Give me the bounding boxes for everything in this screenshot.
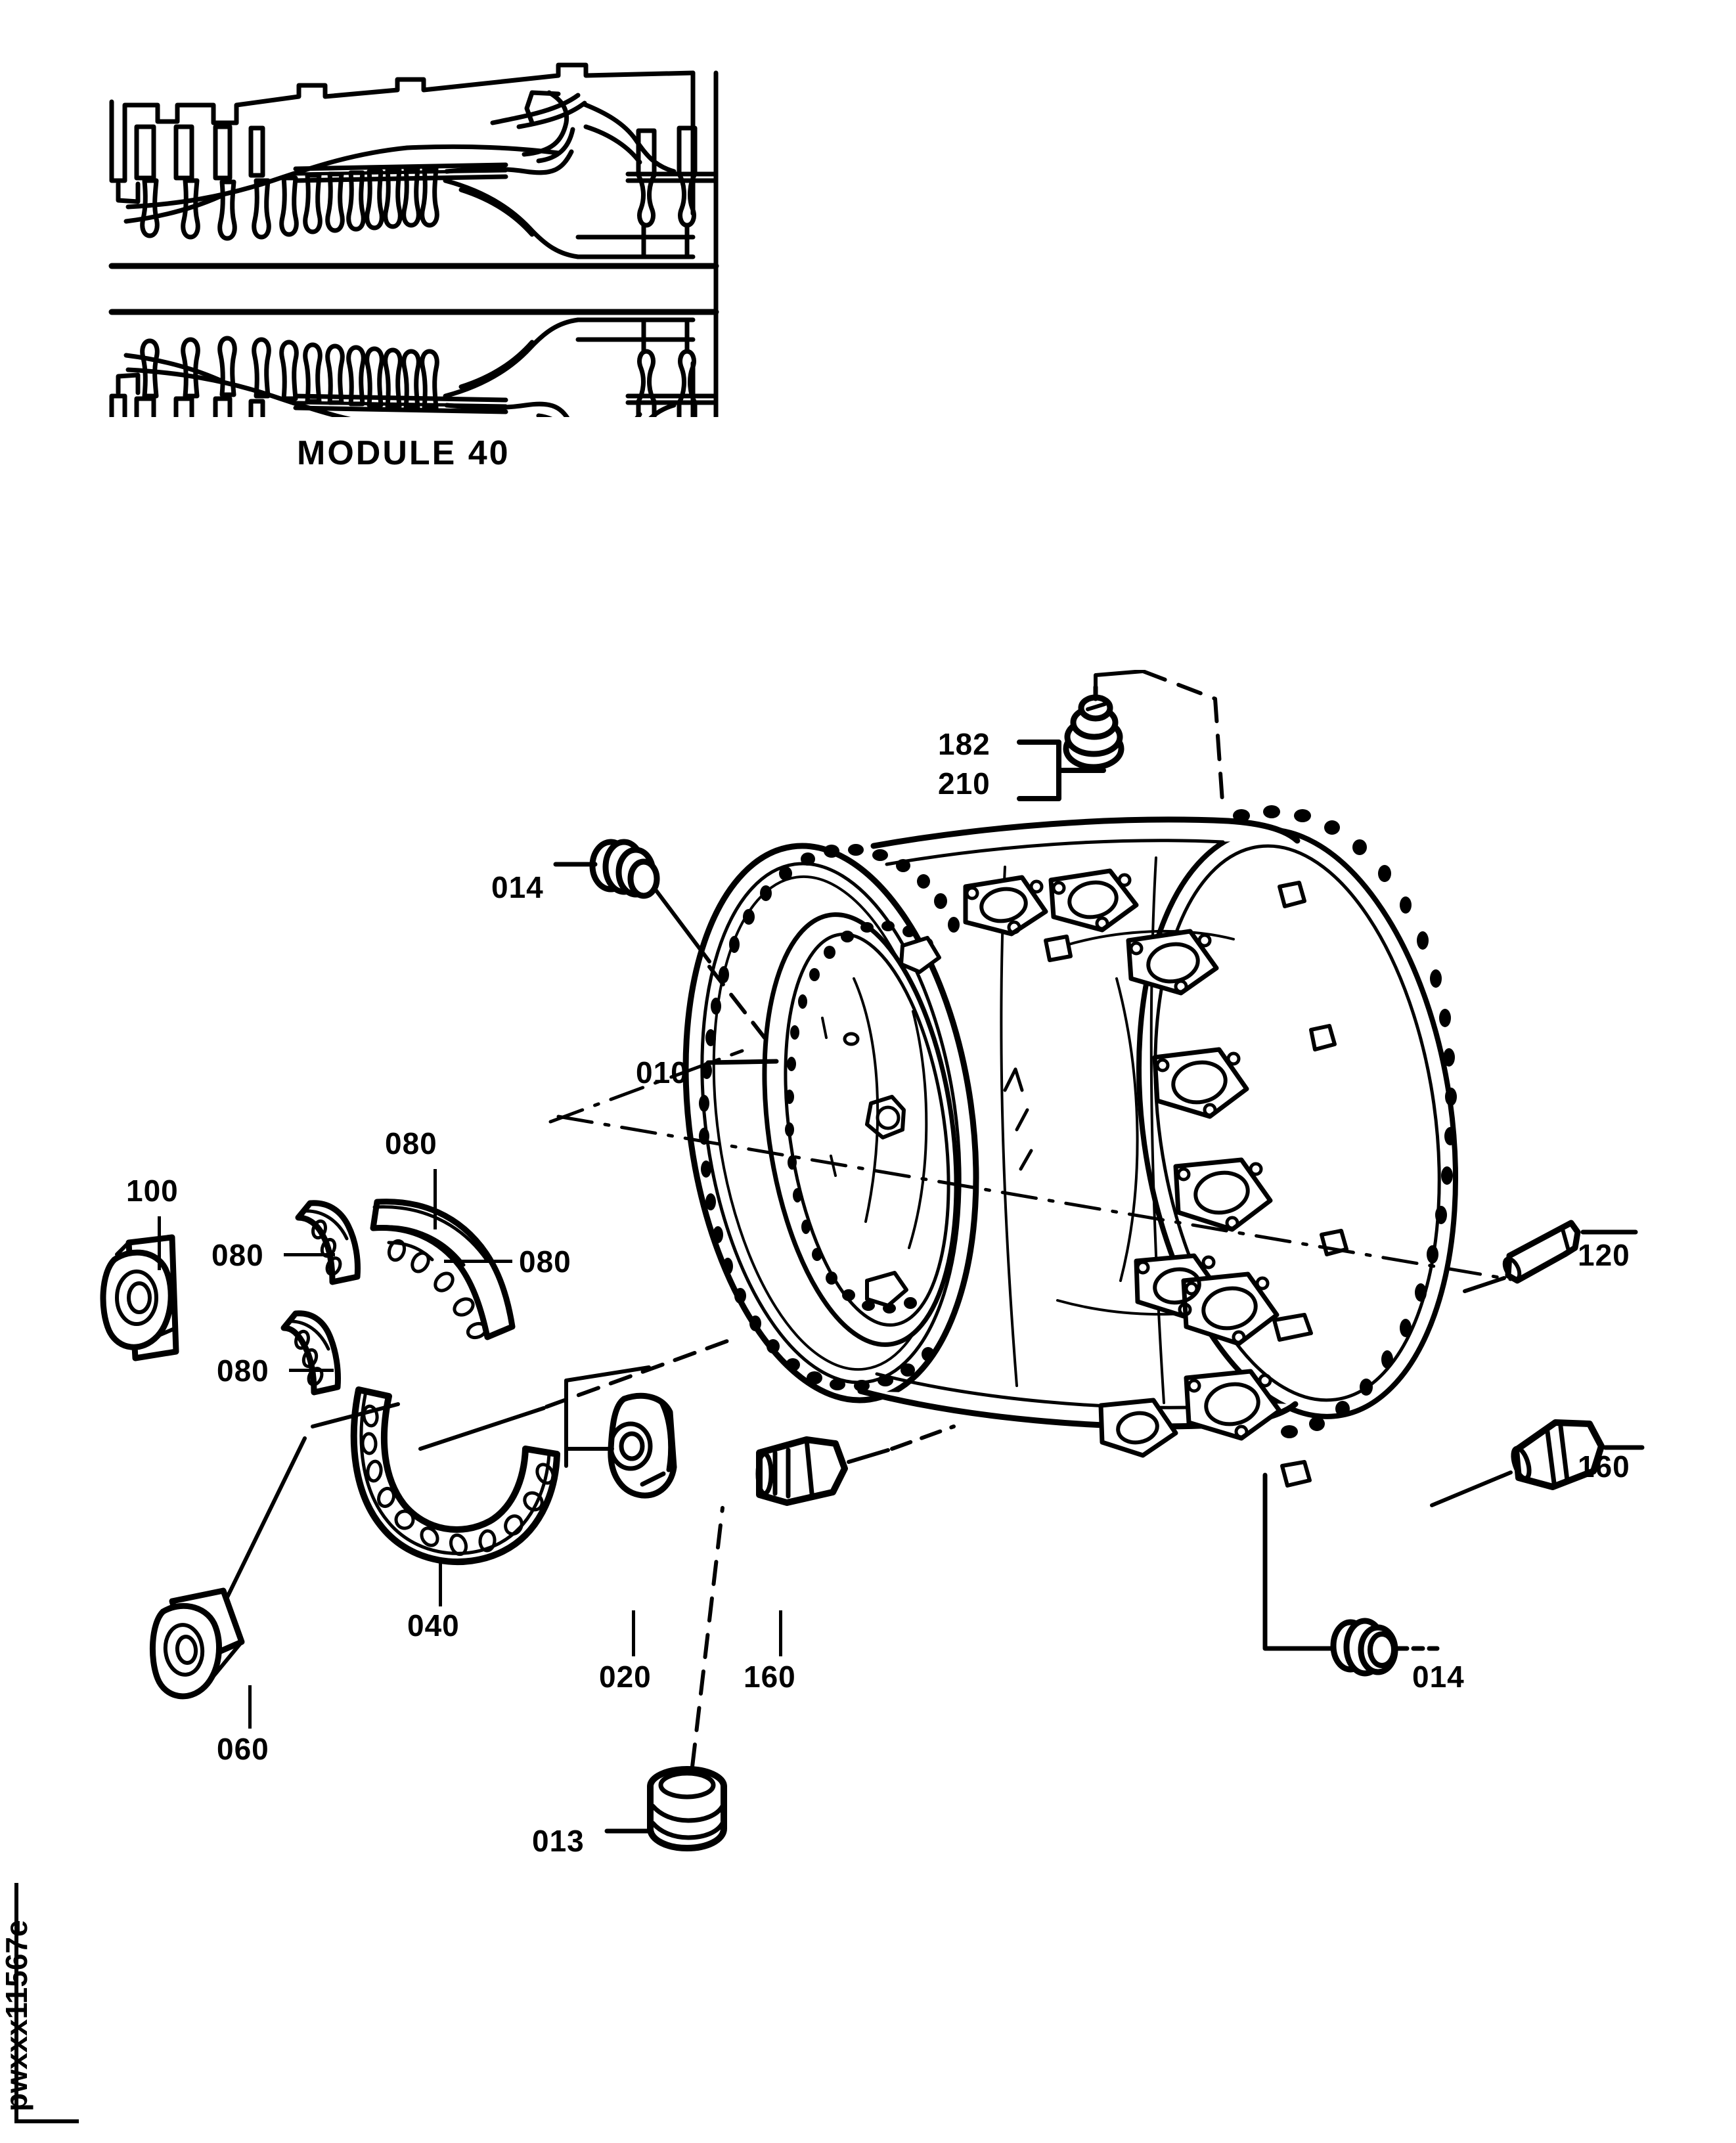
callout-label-010[interactable]: 010 — [636, 1055, 688, 1090]
module-key-diagram — [99, 49, 755, 417]
part-seal-segment-080-low — [280, 1310, 341, 1396]
part-seal-segment-080-mid — [295, 1200, 361, 1285]
leader-160-lower — [779, 1610, 782, 1656]
part-plug-fitting-182-210 — [1063, 684, 1124, 770]
diffuser-case-body — [682, 805, 1458, 1488]
sheet-id-bracket — [14, 1883, 79, 2123]
callout-label-080-right[interactable]: 080 — [519, 1245, 571, 1279]
leader-060 — [248, 1685, 252, 1729]
callout-label-014-upper[interactable]: 014 — [491, 870, 544, 904]
callout-label-040[interactable]: 040 — [407, 1608, 460, 1643]
module-key-title: MODULE 40 — [297, 434, 510, 472]
part-mount-bracket-100 — [100, 1234, 179, 1361]
leader-040 — [439, 1563, 442, 1606]
part-mount-bracket-060 — [150, 1587, 245, 1700]
callout-label-160-right[interactable]: 160 — [1578, 1449, 1630, 1484]
callout-bracket-182-210 — [1017, 740, 1106, 801]
callout-label-160-lower[interactable]: 160 — [744, 1660, 796, 1694]
callout-label-120[interactable]: 120 — [1578, 1238, 1630, 1272]
callout-label-100[interactable]: 100 — [126, 1174, 179, 1208]
leader-080-right — [444, 1260, 512, 1263]
leader-080-mid — [284, 1253, 335, 1256]
part-dowel-pin-120 — [1502, 1220, 1581, 1284]
callout-label-013[interactable]: 013 — [532, 1824, 585, 1858]
leader-100 — [158, 1216, 161, 1270]
part-seal-ring-half-040 — [350, 1386, 560, 1565]
callout-label-182[interactable]: 182 — [938, 727, 990, 761]
part-bushing-sleeve-160-right — [1511, 1419, 1605, 1490]
callout-label-080-mid[interactable]: 080 — [211, 1238, 264, 1272]
exploded-assembly-view — [0, 670, 1736, 1918]
part-cap-plug-013 — [647, 1766, 727, 1851]
callout-label-060[interactable]: 060 — [217, 1732, 269, 1766]
part-seal-segment-080-large — [370, 1199, 516, 1340]
leader-010 — [705, 1059, 779, 1065]
callout-label-080-bottom[interactable]: 080 — [217, 1354, 269, 1388]
part-union-fitting-014-lower — [1330, 1618, 1398, 1677]
callout-label-020[interactable]: 020 — [599, 1660, 652, 1694]
sheet-id-block: pwxxx11567e — [0, 1874, 87, 2123]
callout-label-014-lower[interactable]: 014 — [1412, 1660, 1465, 1694]
leader-080-bottom — [289, 1369, 334, 1372]
sheet-id-text: pwxxx11567e — [0, 1920, 33, 2111]
leader-020 — [632, 1610, 635, 1656]
part-union-fitting-014-upper — [589, 839, 660, 899]
part-boss-fitting-020 — [608, 1392, 677, 1499]
callout-label-210[interactable]: 210 — [938, 766, 990, 801]
part-bushing-sleeve-160-lower — [755, 1436, 848, 1506]
callout-label-080-top[interactable]: 080 — [385, 1126, 437, 1160]
leader-080-top — [434, 1169, 437, 1229]
